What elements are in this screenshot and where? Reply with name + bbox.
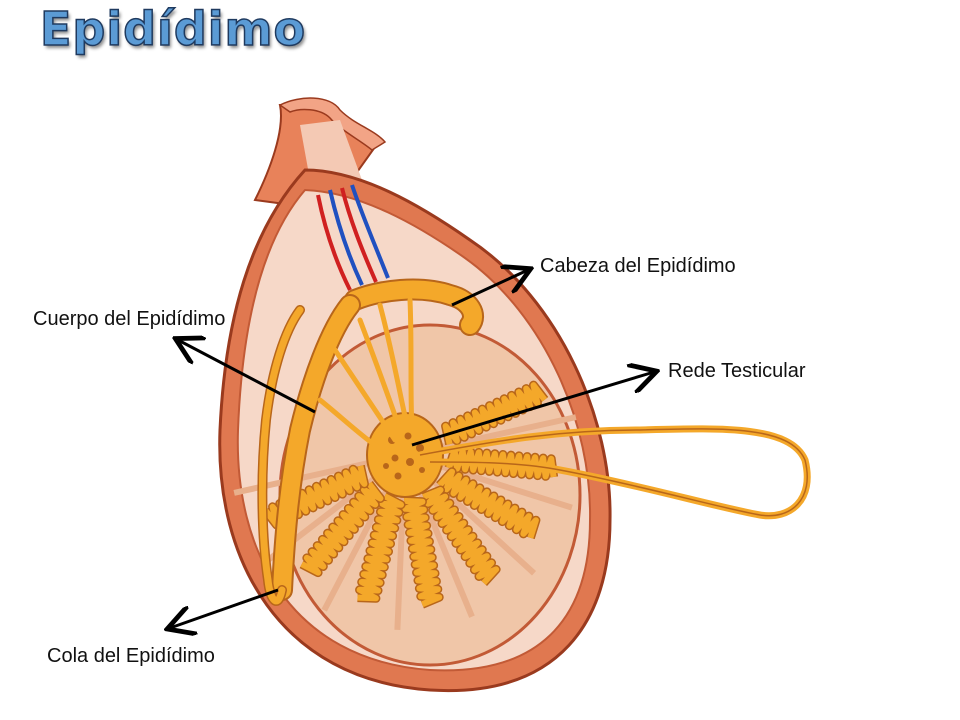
arrow-cola xyxy=(170,588,279,628)
seminiferous-tubule xyxy=(442,382,548,445)
arrow-cabeza xyxy=(451,270,528,307)
epididymis xyxy=(257,278,484,606)
seminiferous-tubule xyxy=(356,493,404,602)
label-rede: Rede Testicular xyxy=(668,360,806,382)
seminiferous-tubule xyxy=(437,468,539,539)
page-title: Epidídimo xyxy=(39,1,307,57)
seminiferous-tubule xyxy=(300,481,384,576)
arrow-rede xyxy=(411,372,654,447)
seminiferous-tubule xyxy=(402,497,443,608)
arrow-cuerpo xyxy=(178,340,316,414)
label-cola: Cola del Epidídimo xyxy=(47,645,215,667)
seminiferous-tubule xyxy=(422,487,500,586)
rete-testis xyxy=(366,412,444,498)
label-cuerpo: Cuerpo del Epidídimo xyxy=(33,308,226,330)
label-cabeza: Cabeza del Epidídimo xyxy=(540,255,736,277)
vessels xyxy=(316,184,390,291)
